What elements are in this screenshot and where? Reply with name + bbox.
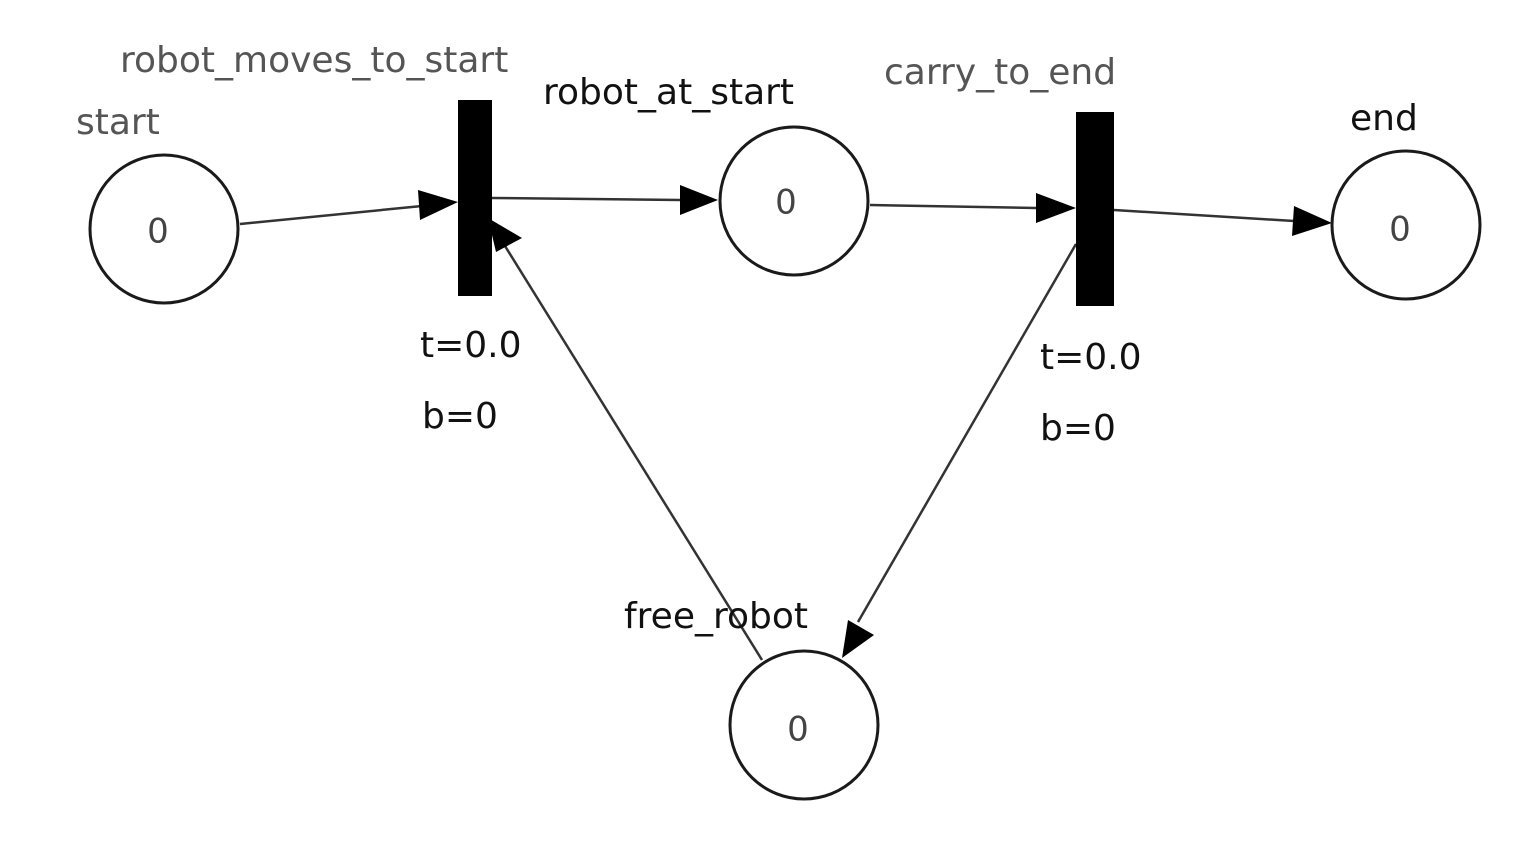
transition-carry-to-end[interactable] [1076,112,1114,306]
place-start[interactable]: 0 [88,153,240,305]
arrowhead-start-to-robot-moves-to-start [418,190,458,220]
transition-robot-moves-to-start-bar[interactable] [458,100,492,296]
place-robot-at-start[interactable]: 0 [718,125,870,277]
arc-free-robot-to-robot-moves-to-start [503,245,764,661]
transition-carry-to-end-b: b=0 [1040,408,1116,449]
arrowhead-carry-to-end-to-end [1292,206,1332,236]
place-free-robot-label: free_robot [624,596,808,637]
transition-carry-to-end-time: t=0.0 [1040,337,1142,378]
place-free-robot-token-count: 0 [787,710,809,750]
transition-robot-moves-to-start-b: b=0 [422,396,498,437]
arc-carry-to-end-to-free-robot [856,243,1078,623]
place-start-token-count: 0 [147,212,169,252]
place-end-token-count: 0 [1389,210,1411,250]
transition-robot-moves-to-start-time: t=0.0 [420,325,522,366]
arrowhead-robot-at-start-to-carry-to-end [1036,193,1076,223]
arc-robot-moves-to-start-to-robot-at-start [491,196,681,202]
place-end-circle[interactable] [1330,149,1482,301]
arc-robot-at-start-to-carry-to-end [869,203,1037,210]
arc-start-to-robot-moves-to-start [239,204,423,226]
place-robot-at-start-circle[interactable] [718,125,870,277]
place-end[interactable]: 0 [1330,149,1482,301]
place-end-label: end [1350,98,1418,139]
place-free-robot-circle[interactable] [728,649,880,801]
arc-carry-to-end-to-end [1113,208,1295,223]
place-robot-at-start-token-count: 0 [775,183,797,223]
transition-carry-to-end-bar[interactable] [1076,112,1114,306]
place-start-label: start [76,102,160,143]
transition-robot-moves-to-start-label: robot_moves_to_start [120,40,508,81]
place-free-robot[interactable]: 0 [728,649,880,801]
place-robot-at-start-label: robot_at_start [543,72,794,113]
arrowhead-carry-to-end-to-free-robot [842,620,874,658]
arrowhead-free-robot-to-robot-moves-to-start [488,218,522,252]
arcs [239,185,1332,661]
transition-carry-to-end-label: carry_to_end [884,52,1116,93]
transition-robot-moves-to-start[interactable] [458,100,492,296]
place-start-circle[interactable] [88,153,240,305]
arrowhead-robot-moves-to-start-to-robot-at-start [680,185,718,215]
